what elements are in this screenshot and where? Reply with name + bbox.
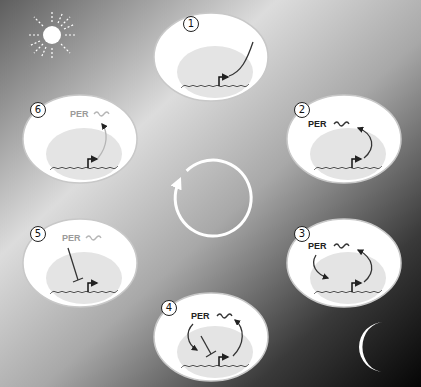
cell-illustration (153, 12, 269, 102)
dna-strand (50, 290, 118, 294)
inhibition-line (68, 248, 78, 280)
export-arrow (98, 124, 106, 158)
inhibition-bar (206, 351, 216, 357)
dna-strand (314, 166, 382, 170)
cell-stage: 2PER (286, 94, 402, 184)
mrna-strand (229, 42, 253, 76)
cell-outline (287, 95, 401, 183)
cell-stage: 1 (153, 12, 269, 102)
gene-promoter (352, 159, 361, 168)
dna-strand (181, 84, 249, 88)
stage-number: 5 (30, 226, 46, 242)
protein-squiggle (334, 244, 349, 248)
export-arrow (233, 320, 242, 356)
stage-number: 3 (294, 226, 310, 242)
cell-outline (287, 219, 401, 307)
gene-promoter (219, 77, 228, 86)
cycle-arrow (175, 160, 251, 236)
cell-stage: 3PER (286, 218, 402, 308)
dna-strand (181, 364, 249, 368)
protein-squiggle (86, 236, 101, 240)
nucleus (46, 252, 122, 304)
cell-stage: 4PER (153, 292, 269, 382)
cell-outline (23, 219, 137, 307)
protein-squiggle (334, 122, 349, 126)
export-arrow (358, 250, 372, 282)
cell-outline (23, 95, 137, 183)
gene-promoter (352, 283, 361, 292)
stage-number: 6 (30, 102, 46, 118)
cell-stage: 6 PER (22, 94, 138, 184)
protein-label: PER (62, 232, 81, 244)
cell-outline (154, 293, 268, 381)
cell-stage: 5 PER (22, 218, 138, 308)
protein-squiggle (94, 112, 109, 116)
dna-strand (50, 166, 118, 170)
protein-label: PER (191, 310, 210, 322)
import-arrow (314, 255, 328, 278)
stage-number: 4 (161, 300, 177, 316)
stage-number: 2 (294, 102, 310, 118)
gene-promoter (88, 283, 97, 292)
moon-icon (359, 322, 384, 372)
sun-icon (27, 10, 77, 60)
gene-promoter (88, 159, 97, 168)
protein-label: PER (70, 108, 89, 120)
nucleus (310, 128, 386, 180)
nucleus (177, 46, 253, 98)
import-arrow (188, 324, 197, 350)
dna-strand (314, 290, 382, 294)
cell-outline (154, 13, 268, 101)
stage-number: 1 (183, 16, 199, 32)
export-arrow (358, 128, 372, 158)
protein-label: PER (308, 240, 327, 252)
nucleus (310, 252, 386, 304)
gene-promoter (219, 357, 228, 366)
protein-label: PER (308, 118, 327, 130)
protein-squiggle (217, 314, 232, 318)
inhibition-bar (73, 278, 83, 282)
nucleus (46, 128, 122, 180)
inhibition-line (201, 336, 211, 354)
